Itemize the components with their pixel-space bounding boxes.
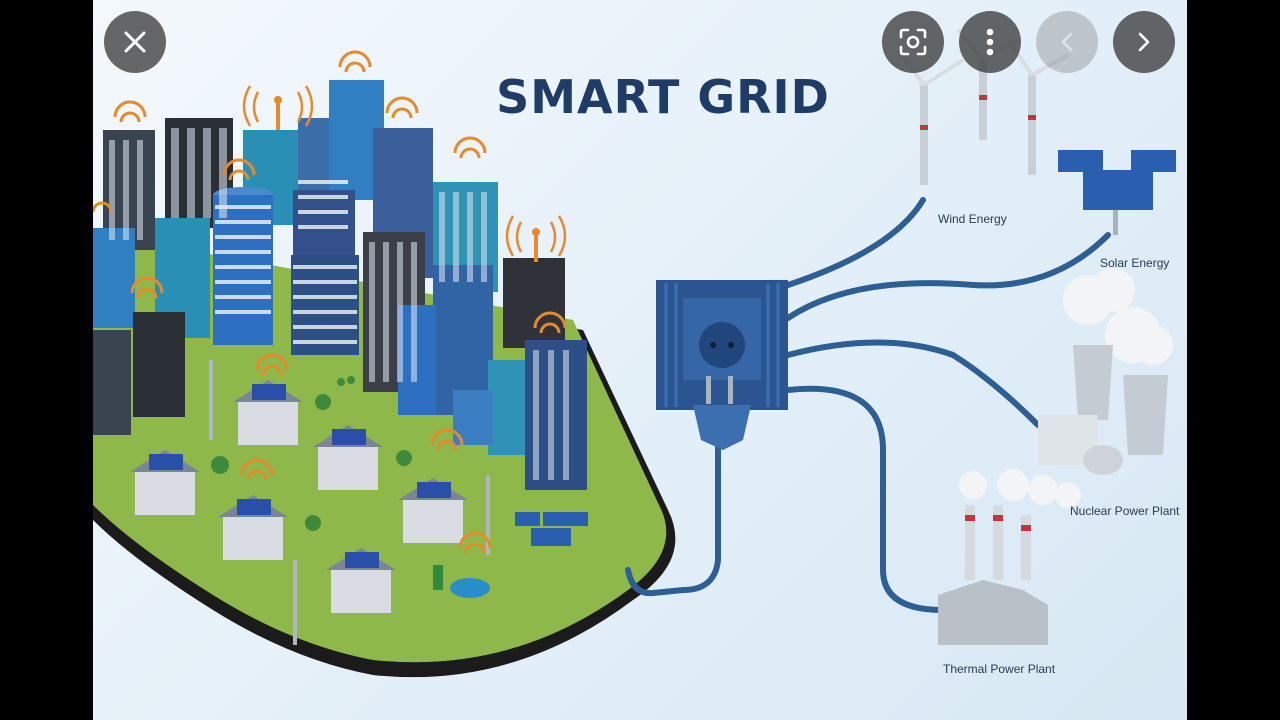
lens-search-button[interactable] bbox=[882, 11, 944, 73]
close-button[interactable] bbox=[104, 11, 166, 73]
chevron-right-icon bbox=[1138, 32, 1150, 52]
lens-search-icon bbox=[899, 28, 927, 56]
image-content: SMART GRID Wind Energy Solar Energy Nucl… bbox=[93, 0, 1187, 720]
previous-image-button[interactable] bbox=[1036, 11, 1098, 73]
more-vertical-icon bbox=[986, 28, 994, 56]
thermal-power-plant-label: Thermal Power Plant bbox=[943, 662, 1056, 676]
next-image-button[interactable] bbox=[1113, 11, 1175, 73]
close-icon bbox=[124, 31, 146, 53]
wind-energy-label: Wind Energy bbox=[938, 212, 1007, 226]
chevron-left-icon bbox=[1061, 32, 1073, 52]
nuclear-power-plant-label: Nuclear Power Plant bbox=[1070, 504, 1180, 518]
more-options-button[interactable] bbox=[959, 11, 1021, 73]
smart-grid-illustration bbox=[93, 28, 1176, 678]
image-title: SMART GRID bbox=[496, 70, 830, 124]
solar-energy-label: Solar Energy bbox=[1100, 256, 1170, 270]
